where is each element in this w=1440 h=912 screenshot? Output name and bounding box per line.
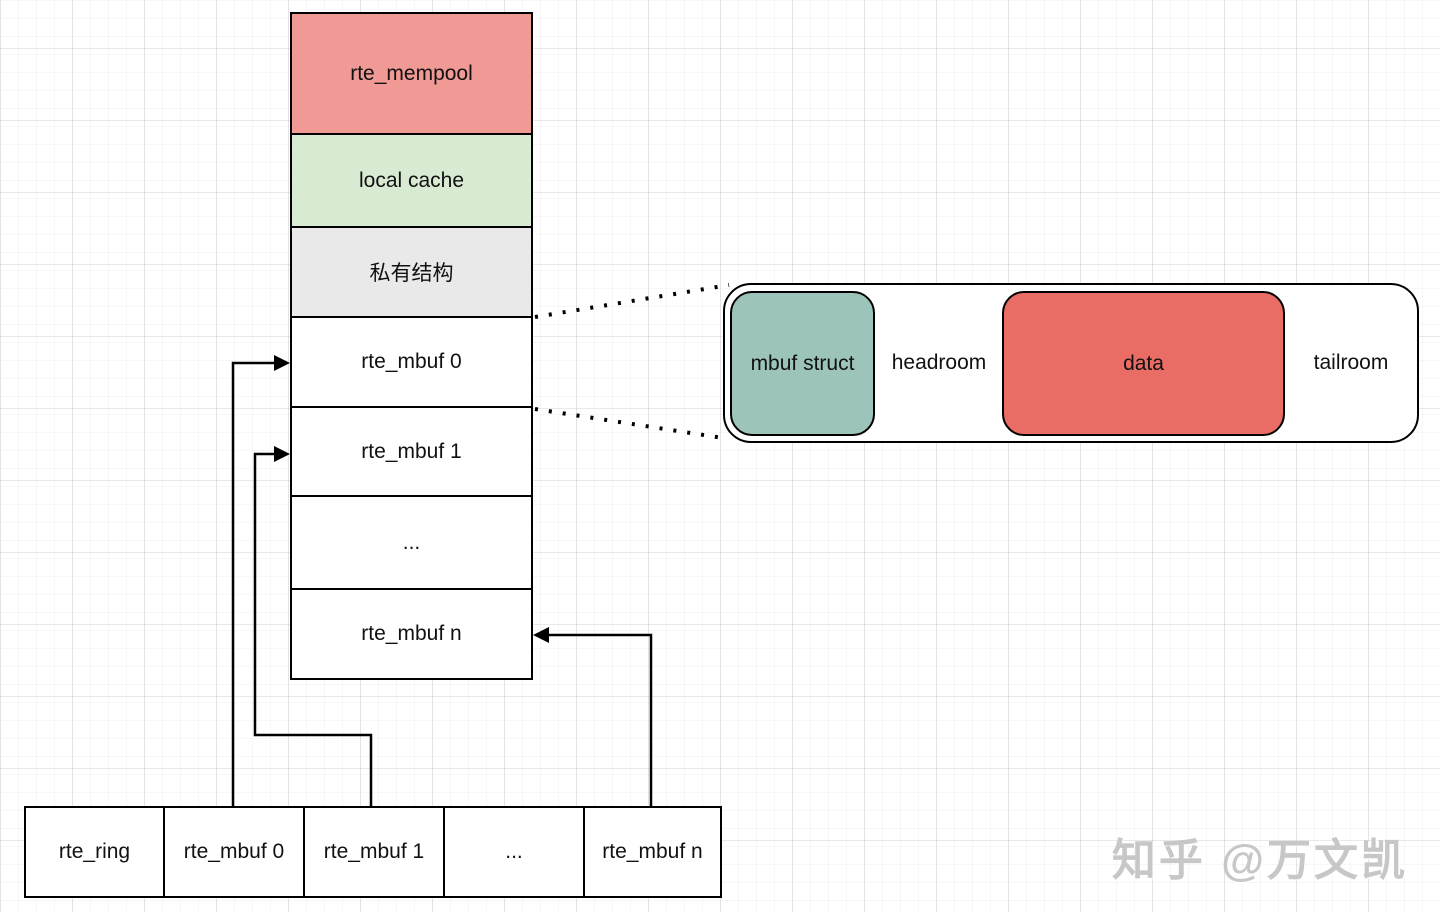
- ring-cell-rte-mbuf-0: rte_mbuf 0: [163, 806, 305, 898]
- headroom-label: headroom: [891, 351, 987, 374]
- ring-cell-label: rte_ring: [58, 840, 131, 863]
- ring-cell-rte-mbuf-1: rte_mbuf 1: [303, 806, 445, 898]
- stack-cell-label: rte_mbuf 0: [361, 350, 462, 373]
- mbuf-struct-label: mbuf struct: [750, 351, 855, 375]
- ring-cell-label: rte_mbuf 0: [183, 840, 285, 863]
- mbuf-struct-box: mbuf struct: [730, 291, 875, 436]
- arrow-ring-mbuf0: [231, 355, 290, 806]
- stack-cell-rte-mbuf-n: rte_mbuf n: [290, 588, 533, 680]
- arrow-ring-mbufn: [533, 627, 653, 806]
- ring-cell-label: ...: [505, 840, 523, 863]
- stack-cell-label: 私有结构: [369, 262, 454, 285]
- mbuf-detail-box: mbuf struct headroom data tailroom: [723, 283, 1419, 443]
- stack-cell-private-struct: 私有结构: [290, 226, 533, 318]
- ring-cell-rte-mbuf-n: rte_mbuf n: [583, 806, 722, 898]
- data-box: data: [1002, 291, 1285, 436]
- dotted-zoom-line-bottom: [534, 407, 724, 440]
- dotted-zoom-line-top: [534, 283, 730, 319]
- stack-cell-label: rte_mbuf n: [361, 622, 462, 645]
- mempool-stack: rte_mempool local cache 私有结构 rte_mbuf 0 …: [290, 12, 533, 680]
- stack-cell-rte-mbuf-0: rte_mbuf 0: [290, 316, 533, 408]
- ring-cell-rte-ring: rte_ring: [24, 806, 165, 898]
- ring-cell-ellipsis: ...: [443, 806, 585, 898]
- watermark: 知乎 @万文凯: [1111, 836, 1408, 885]
- stack-cell-label: ...: [402, 530, 421, 554]
- tailroom-label: tailroom: [1313, 351, 1389, 374]
- stack-cell-label: local cache: [358, 168, 465, 192]
- ring-array: rte_ring rte_mbuf 0 rte_mbuf 1 ... rte_m…: [24, 806, 722, 898]
- stack-cell-local-cache: local cache: [290, 133, 533, 228]
- stack-cell-rte-mbuf-1: rte_mbuf 1: [290, 406, 533, 497]
- ring-cell-label: rte_mbuf 1: [323, 840, 425, 863]
- data-box-label: data: [1123, 351, 1164, 375]
- stack-cell-rte-mempool: rte_mempool: [290, 12, 533, 135]
- ring-cell-label: rte_mbuf n: [602, 840, 703, 863]
- stack-cell-ellipsis: ...: [290, 495, 533, 590]
- stack-cell-label: rte_mbuf 1: [361, 439, 462, 463]
- stack-cell-label: rte_mempool: [350, 61, 473, 85]
